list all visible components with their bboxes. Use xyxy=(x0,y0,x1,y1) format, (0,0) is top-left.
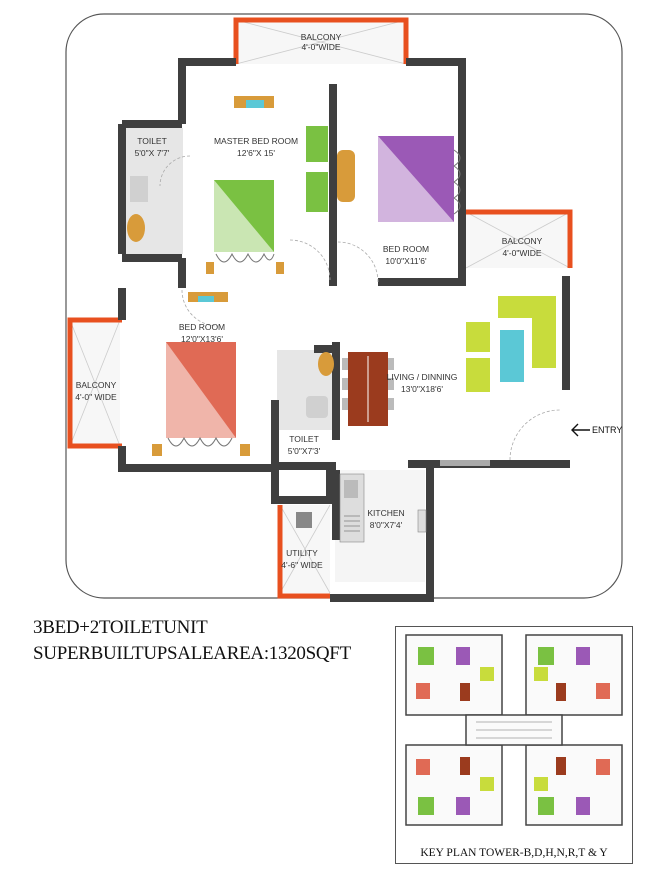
living-name: LIVING / DINNING xyxy=(387,372,458,382)
master-bed-name: MASTER BED ROOM xyxy=(214,136,298,146)
balcony-walls xyxy=(67,17,573,599)
entry-arrow-icon xyxy=(571,423,590,437)
red-bed xyxy=(152,342,250,456)
balcony-top-size: 4'-0"WIDE xyxy=(301,42,340,52)
key-plan: KEY PLAN TOWER-B,D,H,N,R,T & Y xyxy=(395,626,633,864)
floor-plan: BALCONY 4'-0"WIDE MASTER BED ROOM 12'6"X… xyxy=(65,13,623,602)
kitchen-size: 8'0"X7'4' xyxy=(370,520,403,530)
utility-name: UTILITY xyxy=(286,548,318,558)
sofa-set xyxy=(466,296,556,392)
key-plan-title: KEY PLAN TOWER-B,D,H,N,R,T & Y xyxy=(420,847,608,859)
purple-bed xyxy=(378,136,461,222)
unit-type-caption: 3BED+2TOILETUNIT xyxy=(33,617,208,638)
kitchen-name: KITCHEN xyxy=(367,508,404,518)
balcony-left-size: 4'-0" WIDE xyxy=(75,392,117,402)
master-chairs xyxy=(306,126,355,212)
balcony-right xyxy=(465,211,571,269)
balcony-top-name: BALCONY xyxy=(301,32,342,42)
utility-size: 4'-6" WIDE xyxy=(281,560,323,570)
area-caption: SUPERBUILTUPSALEAREA:1320SQFT xyxy=(33,643,351,664)
toilet-center-fixtures xyxy=(306,352,334,418)
dining-set xyxy=(342,352,394,426)
room-labels: BALCONY 4'-0"WIDE MASTER BED ROOM 12'6"X… xyxy=(75,32,542,570)
balcony-left-name: BALCONY xyxy=(76,380,117,390)
master-bed xyxy=(206,180,284,274)
toilet-left-name: TOILET xyxy=(137,136,167,146)
balcony-top xyxy=(235,19,407,65)
kitchen-counter xyxy=(296,473,427,543)
toilet-left-fixtures xyxy=(127,176,148,242)
wardrobe-top xyxy=(234,96,274,108)
entry-threshold xyxy=(440,460,490,466)
bed-right-name: BED ROOM xyxy=(383,244,429,254)
balcony-right-name: BALCONY xyxy=(502,236,543,246)
balcony-right-size: 4'-0"WIDE xyxy=(502,248,541,258)
toilet-center-name: TOILET xyxy=(289,434,319,444)
bed-left-name: BED ROOM xyxy=(179,322,225,332)
living-size: 13'0"X18'6' xyxy=(401,384,443,394)
bed-left-size: 12'0"X13'6' xyxy=(181,334,223,344)
balcony-left xyxy=(69,319,121,447)
key-plan-drawing xyxy=(405,634,623,826)
bed-right-size: 10'0"X11'6' xyxy=(385,256,427,266)
door-swings xyxy=(159,155,561,461)
toilet-center-size: 5'0"X7'3' xyxy=(288,446,321,456)
entry-label: ENTRY xyxy=(592,425,622,435)
wardrobe-left xyxy=(188,292,228,302)
toilet-left-size: 5'0"X 7'7' xyxy=(135,148,170,158)
master-bed-size: 12'6"X 15' xyxy=(237,148,275,158)
